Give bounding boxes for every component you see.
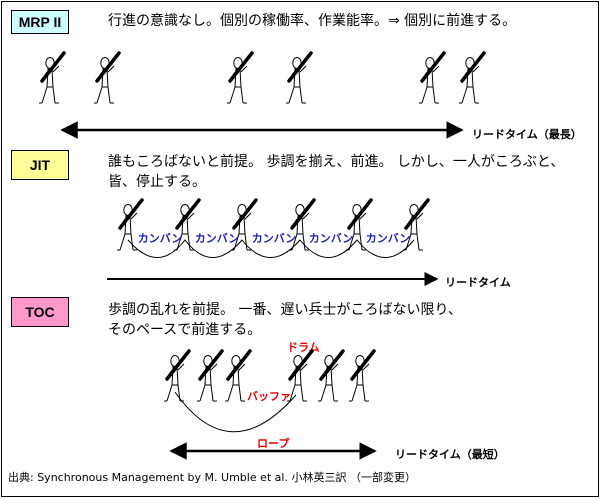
kanban-label: カンバン [252, 232, 297, 245]
soldier-figure [318, 349, 345, 402]
buffer-label: バッファ [247, 390, 291, 403]
toc-soldiers [164, 349, 376, 402]
mrp-label: MRP II [18, 14, 62, 30]
jit-lead-time-label: リードタイム [445, 276, 511, 289]
toc-lead-time-label: リードタイム（最短） [395, 448, 505, 461]
jit-label: JIT [29, 157, 51, 173]
soldier-figure [164, 349, 191, 402]
kanban-label: カンバン [138, 232, 183, 245]
source-citation: 出典: Synchronous Management by M. Umble e… [8, 471, 416, 484]
soldier-figure [39, 51, 66, 104]
toc-rope [174, 391, 297, 433]
soldier-figure [174, 198, 201, 251]
jit-kanban-labels: カンバンカンバンカンバンカンバンカンバン [138, 232, 411, 245]
mrp-lead-time-label: リードタイム（最長） [472, 128, 582, 141]
soldier-figure [225, 349, 252, 402]
soldier-figure [286, 51, 313, 104]
soldier-figure [227, 51, 254, 104]
jit-description-line-1: 誰もころばないと前提。 歩調を揃え、前進。 しかし、一人がころぶと、 [108, 154, 565, 170]
soldier-figure [403, 198, 430, 251]
soldier-figure [94, 51, 121, 104]
kanban-label: カンバン [309, 232, 354, 245]
soldier-figure [459, 51, 486, 104]
mrp-description: 行進の意識なし。個別の稼働率、作業能率。⇒ 個別に前進する。 [108, 11, 516, 31]
soldier-figure [419, 51, 446, 104]
soldier-figure [287, 349, 314, 402]
toc-label-box: TOC [11, 297, 69, 327]
jit-description: 誰もころばないと前提。 歩調を揃え、前進。 しかし、一人がころぶと、 皆、停止す… [108, 152, 564, 192]
soldier-figure [349, 349, 376, 402]
toc-description-line-1: 歩調の乱れを前提。 一番、遅い兵士がころばない限り、 [108, 302, 462, 318]
toc-description-line-2: そのペースで前進する。 [108, 322, 262, 338]
mrp-soldiers [39, 51, 486, 104]
kanban-label: カンバン [366, 232, 411, 245]
jit-label-box: JIT [11, 150, 69, 180]
soldier-figure [197, 349, 224, 402]
toc-description: 歩調の乱れを前提。 一番、遅い兵士がころばない限り、 そのペースで前進する。 [108, 300, 462, 340]
soldier-figure [117, 198, 144, 251]
mrp-label-box: MRP II [11, 10, 69, 34]
jit-description-line-2: 皆、停止する。 [108, 174, 206, 190]
jit-kanban-links [127, 239, 415, 258]
kanban-label: カンバン [195, 232, 240, 245]
mrp-description-line: 行進の意識なし。個別の稼働率、作業能率。⇒ 個別に前進する。 [108, 13, 517, 29]
toc-label: TOC [25, 304, 55, 320]
